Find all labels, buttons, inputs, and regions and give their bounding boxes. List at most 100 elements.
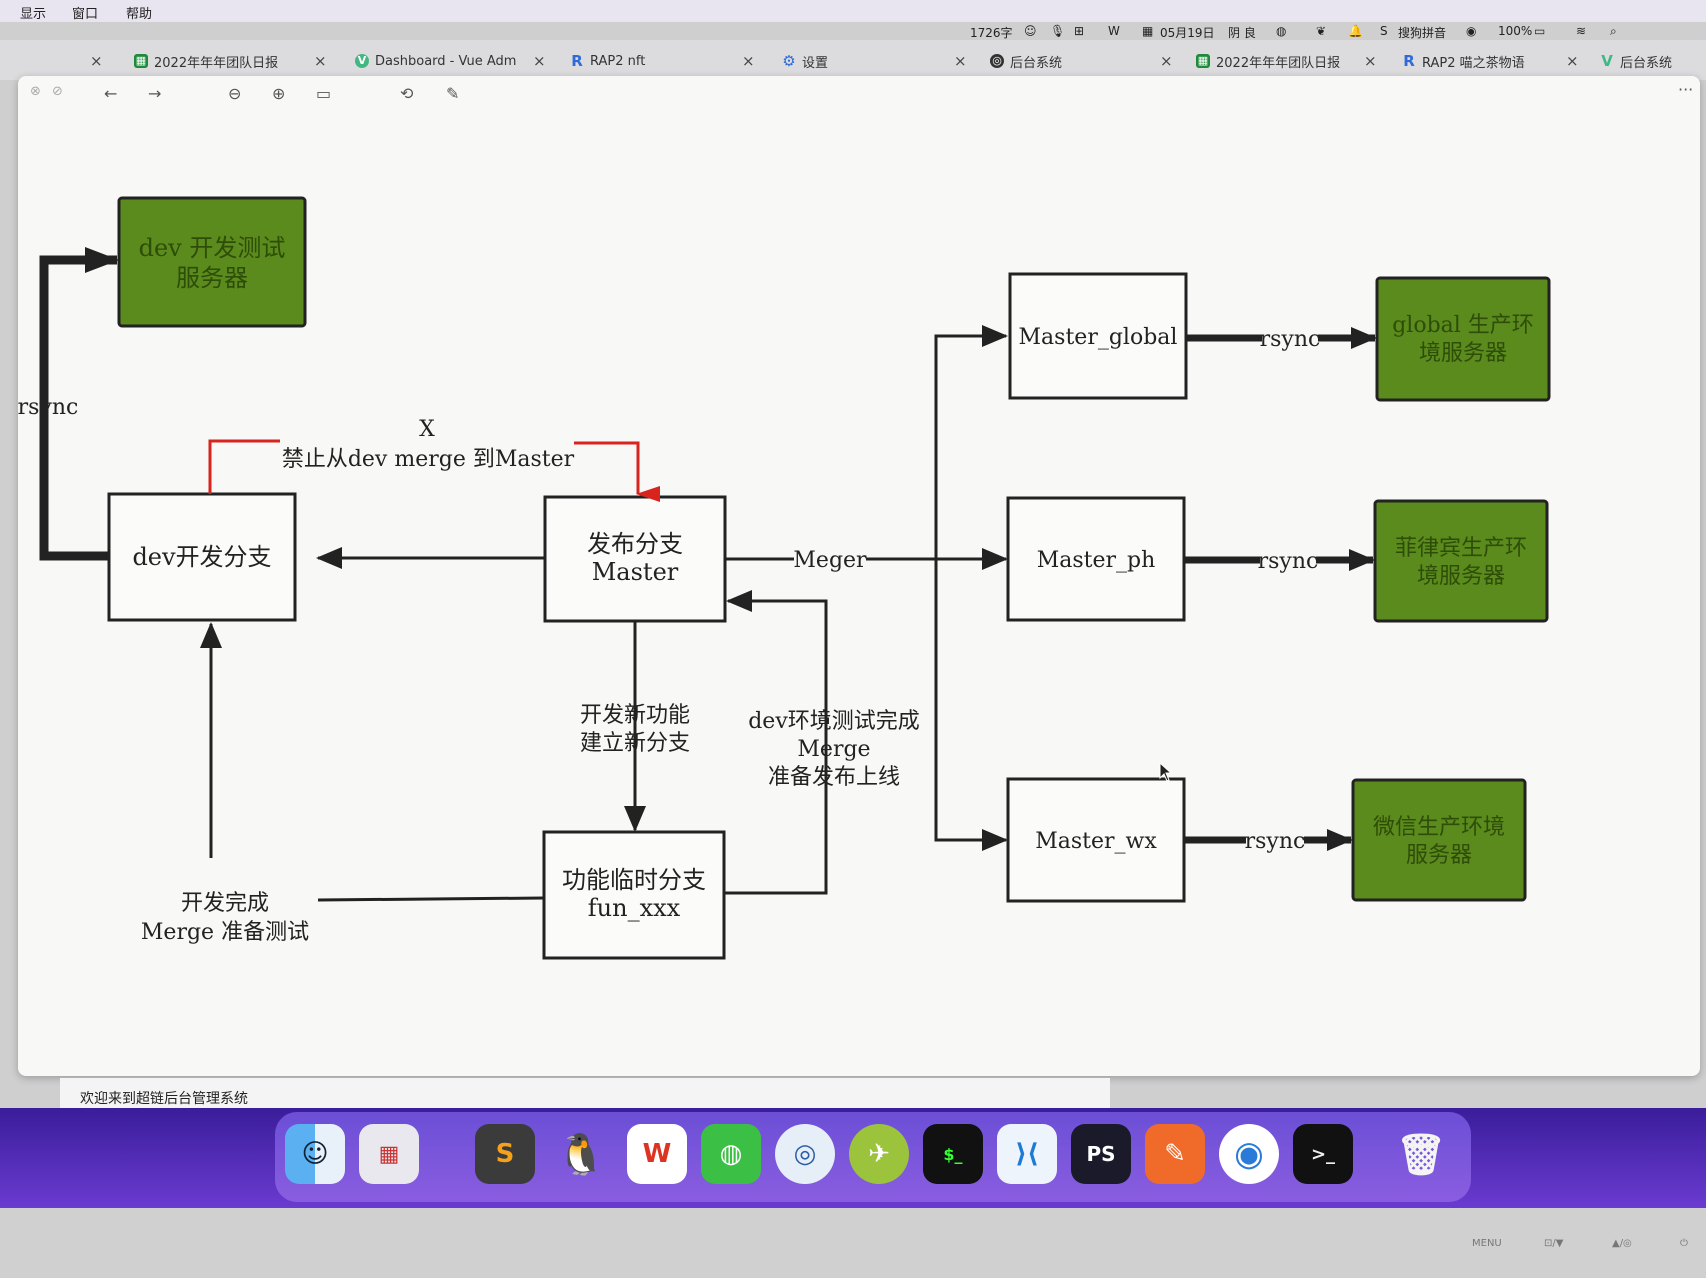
wechat-tray-icon[interactable]: ◍ bbox=[1276, 24, 1287, 38]
date-text: 05月19日 bbox=[1160, 26, 1215, 40]
dev-branch-label: dev开发分支 bbox=[132, 543, 271, 571]
launchpad-icon[interactable]: ▦ bbox=[359, 1124, 419, 1184]
footer-welcome-text: 欢迎来到超链后台管理系统 bbox=[80, 1091, 248, 1107]
ime-icon[interactable]: S bbox=[1380, 24, 1388, 38]
tab-dashboard[interactable]: V Dashboard - Vue Adm × bbox=[355, 48, 546, 74]
zoom-out-button[interactable]: ⊖ bbox=[228, 84, 242, 103]
iterm-icon[interactable]: >_ bbox=[1293, 1124, 1353, 1184]
browser-icon[interactable]: ◎ bbox=[775, 1124, 835, 1184]
gear-icon: ⚙ bbox=[782, 52, 796, 70]
zoom-in-button[interactable]: ⊕ bbox=[272, 84, 286, 103]
tab-label: 后台系统 bbox=[1620, 55, 1673, 71]
dev-test-done-label-1: dev环境测试完成 bbox=[748, 709, 920, 734]
sublime-icon[interactable]: S bbox=[475, 1124, 535, 1184]
tab-label: Dashboard - Vue Adm bbox=[375, 53, 517, 69]
search-icon[interactable]: ⌕ bbox=[1610, 24, 1617, 38]
wifi-icon[interactable]: ≋ bbox=[1576, 24, 1587, 38]
new-feature-label-1: 开发新功能 bbox=[580, 703, 690, 728]
bell-icon[interactable]: 🔔 bbox=[1348, 24, 1363, 38]
forward-button[interactable]: → bbox=[148, 84, 162, 103]
markup-button[interactable]: ✎ bbox=[446, 84, 460, 103]
menu-help[interactable]: 帮助 bbox=[126, 7, 153, 22]
weather-text: 阴 良 bbox=[1228, 26, 1256, 40]
calendar-icon[interactable]: ▦ bbox=[1142, 24, 1154, 38]
emoji-icon[interactable]: ☺ bbox=[1024, 24, 1037, 38]
mouse-cursor-icon bbox=[1159, 761, 1173, 782]
user-icon[interactable]: ◉ bbox=[1466, 24, 1477, 38]
monitor-bezel: MENU ⊡/▼ ▲/◎ ⏻ bbox=[0, 1208, 1706, 1278]
rsync-global-label: rsync bbox=[1260, 327, 1321, 352]
meger-label: Meger bbox=[793, 548, 867, 573]
tab-rap2-nft[interactable]: R RAP2 nft × bbox=[570, 48, 754, 74]
ime-text[interactable]: 搜狗拼音 bbox=[1398, 26, 1447, 40]
close-icon[interactable]: × bbox=[1160, 52, 1173, 70]
menu-window[interactable]: 窗口 bbox=[72, 7, 99, 22]
back-button[interactable]: ← bbox=[104, 84, 118, 103]
close-icon[interactable]: × bbox=[954, 52, 967, 70]
rsync-dev-arrow bbox=[39, 247, 119, 561]
wps-icon[interactable]: W bbox=[627, 1124, 687, 1184]
ph-server-box bbox=[1373, 499, 1549, 623]
pen-icon[interactable]: ✎ bbox=[1145, 1124, 1205, 1184]
power-icon[interactable]: ⏻ bbox=[1680, 1238, 1688, 1249]
fit-button[interactable]: ▭ bbox=[316, 84, 332, 103]
close-icon[interactable]: × bbox=[1566, 52, 1579, 70]
close-icon[interactable]: × bbox=[314, 52, 327, 70]
rsync-dev-label: rsync bbox=[18, 395, 78, 420]
global-server-label-2: 境服务器 bbox=[1419, 341, 1507, 366]
mic-icon[interactable]: 🎙 bbox=[1050, 24, 1066, 38]
tab-admin[interactable]: ◎ 后台系统 × bbox=[990, 48, 1173, 74]
wx-server-label-2: 服务器 bbox=[1406, 843, 1472, 868]
new-feature-label-2: 建立新分支 bbox=[580, 731, 690, 756]
menu-view[interactable]: 显示 bbox=[20, 7, 47, 22]
wps-tray-icon[interactable]: W bbox=[1108, 24, 1120, 38]
status-area: 1726字 ☺ 🎙 ⊞ W ▦ 05月19日 阴 良 ◍ ❦ 🔔 S 搜狗拼音 … bbox=[946, 18, 1706, 46]
monitor-menu-label[interactable]: MENU bbox=[1472, 1238, 1502, 1249]
phpstorm-icon[interactable]: PS bbox=[1071, 1124, 1131, 1184]
word-count: 1726字 bbox=[970, 26, 1013, 40]
minimize-window-icon[interactable]: ⊘ bbox=[52, 84, 63, 99]
image-viewer-window: ⊗ ⊘ ← → ⊖ ⊕ ▭ ⟲ ✎ ··· bbox=[18, 76, 1700, 1076]
rocket-icon[interactable]: ✈ bbox=[849, 1124, 909, 1184]
git-flow-diagram: dev 开发测试 服务器 dev开发分支 发布分支 Master 功能临时分支 … bbox=[18, 196, 1551, 960]
chrome-icon[interactable]: ◉ bbox=[1219, 1124, 1279, 1184]
monitor-adjust-label[interactable]: ▲/◎ bbox=[1612, 1238, 1632, 1249]
meger-to-global-arrow bbox=[934, 325, 1008, 559]
feature-branch-label-1: 功能临时分支 bbox=[562, 866, 706, 894]
forbid-label: 禁止从dev merge 到Master bbox=[282, 447, 575, 472]
tab-daily-report[interactable]: ▦ 2022年年年团队日报 × bbox=[134, 48, 327, 74]
dev-done-label-2: Merge 准备测试 bbox=[141, 920, 309, 945]
close-icon[interactable]: × bbox=[90, 52, 103, 70]
wechat-icon[interactable]: ◍ bbox=[701, 1124, 761, 1184]
trash-icon[interactable]: 🗑 bbox=[1395, 1131, 1447, 1178]
forbid-arrow bbox=[574, 441, 660, 502]
close-window-icon[interactable]: ⊗ bbox=[30, 84, 41, 99]
tab-label: 设置 bbox=[802, 55, 829, 71]
feature-branch-label-2: fun_xxx bbox=[588, 894, 681, 922]
tab-rap2-tea[interactable]: R RAP2 喵之茶物语 × bbox=[1402, 48, 1578, 74]
tab-daily-report-2[interactable]: ▦ 2022年年年团队日报 × bbox=[1196, 48, 1377, 74]
menu-bar: 显示 窗口 帮助 bbox=[0, 0, 1706, 22]
master-global-label: Master_global bbox=[1019, 325, 1178, 350]
tab-settings[interactable]: ⚙ 设置 × bbox=[782, 48, 966, 74]
terminal-icon[interactable]: $_ bbox=[923, 1124, 983, 1184]
close-icon[interactable]: × bbox=[1364, 52, 1377, 70]
tab-label: 2022年年年团队日报 bbox=[154, 55, 279, 71]
rotate-button[interactable]: ⟲ bbox=[400, 84, 414, 103]
tab-admin-2[interactable]: V 后台系统 bbox=[1600, 48, 1672, 74]
master-ph-label: Master_ph bbox=[1037, 548, 1156, 573]
dev-server-label-1: dev 开发测试 bbox=[139, 234, 286, 262]
input-icon[interactable]: ⊞ bbox=[1074, 24, 1085, 38]
monitor-input-label[interactable]: ⊡/▼ bbox=[1544, 1238, 1564, 1249]
ph-server-label-1: 菲律宾生产环 bbox=[1395, 536, 1527, 561]
more-button[interactable]: ··· bbox=[1678, 80, 1694, 99]
rap-icon: R bbox=[1403, 52, 1415, 70]
close-icon[interactable]: × bbox=[533, 52, 546, 70]
vscode-icon[interactable]: ⟩⟨ bbox=[997, 1124, 1057, 1184]
feature-to-dev-line bbox=[317, 896, 545, 902]
leaf-icon[interactable]: ❦ bbox=[1316, 24, 1327, 38]
qq-icon[interactable]: 🐧 bbox=[556, 1131, 606, 1178]
finder-icon[interactable]: ☺ bbox=[285, 1124, 345, 1184]
close-icon[interactable]: × bbox=[742, 52, 755, 70]
tab-label: 后台系统 bbox=[1010, 55, 1063, 71]
